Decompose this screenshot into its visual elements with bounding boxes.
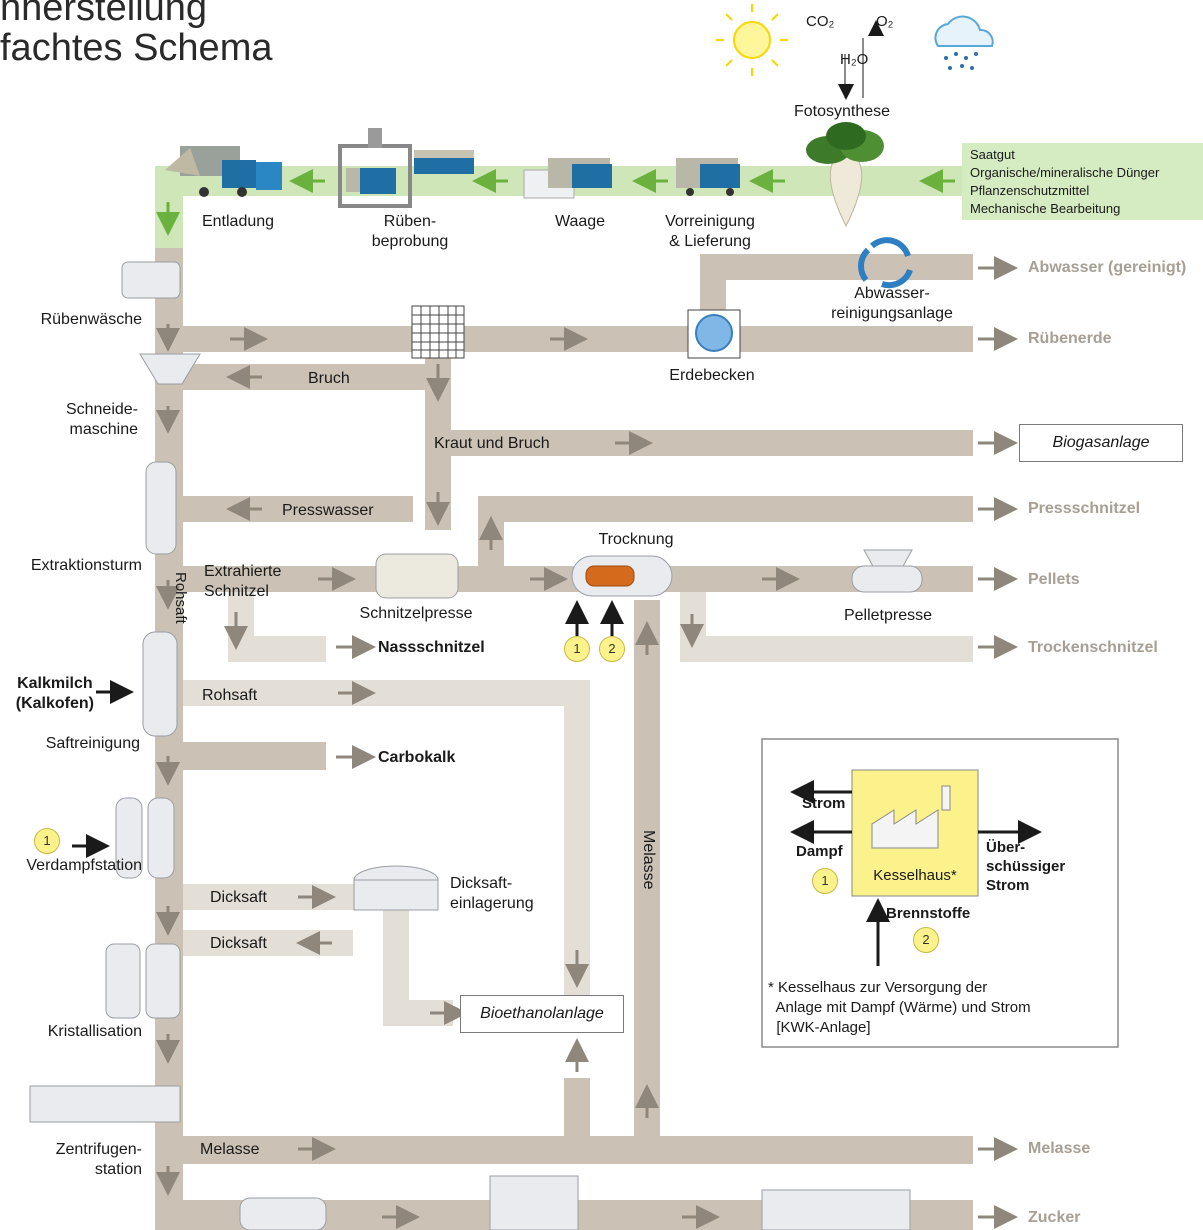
- drying-label: Trocknung: [598, 531, 674, 548]
- sampling-label: Rüben- beprobung: [371, 213, 449, 250]
- crystallization-label: Kristallisation: [47, 1023, 142, 1040]
- presswater-label: Presswasser: [282, 502, 374, 519]
- rain-cloud-icon: [934, 15, 994, 70]
- sun-icon: [716, 4, 788, 76]
- o2-label: O₂: [876, 13, 894, 30]
- pellet-press-label: Pelletpresse: [843, 607, 933, 624]
- wastewater-plant-label: Abwasser- reinigungsanlage: [831, 285, 953, 322]
- field-input-item: Organische/mineralische Dünger: [970, 165, 1160, 180]
- bioethanol-box: Bioethanolanlage: [460, 995, 624, 1033]
- limemilk-label: Kalkmilch (Kalkofen): [15, 675, 94, 712]
- washer-icon: [121, 261, 181, 299]
- raw-juice-vertical-label: Rohsaft: [172, 572, 189, 624]
- evaporation-label: Verdampfstation: [26, 857, 142, 874]
- boiler-name-label: Kesselhaus*: [873, 867, 957, 884]
- product-pellets: Pellets: [1028, 571, 1080, 588]
- break-label: Bruch: [308, 370, 350, 387]
- field-input-item: Mechanische Bearbeitung: [970, 201, 1121, 216]
- marker-1: 1: [34, 828, 60, 854]
- pulp-press-label: Schnitzelpresse: [359, 605, 473, 622]
- packaging-icon: [761, 1189, 911, 1230]
- title-line-1: nherstellung: [0, 0, 208, 29]
- marker-2: 2: [913, 927, 939, 953]
- cutter-label: Schneide- maschine: [65, 401, 138, 438]
- product-dried-pulp: Trockenschnitzel: [1028, 639, 1158, 656]
- thick-juice-label-1: Dicksaft: [210, 889, 267, 906]
- crystallizer-icon: [145, 943, 181, 1019]
- herbs-label: Kraut und Bruch: [434, 435, 550, 452]
- machine-icons: [29, 261, 923, 1230]
- cutter-icon: [139, 353, 201, 385]
- marker-1: 1: [812, 868, 838, 894]
- truck-icons: [165, 128, 740, 208]
- precleaning-label: Vorreinigung & Lieferung: [665, 213, 755, 250]
- product-carbokalk: Carbokalk: [378, 749, 456, 766]
- co2-label: CO₂: [806, 13, 835, 30]
- thick-juice-label-2: Dicksaft: [210, 935, 267, 952]
- centrifuge-label: Zentrifugen- station: [55, 1141, 142, 1178]
- thick-juice-storage-label: Dicksaft- einlagerung: [450, 875, 534, 912]
- product-soil: Rübenerde: [1028, 330, 1112, 347]
- raw-juice-label: Rohsaft: [202, 687, 258, 704]
- input-arrows: [72, 20, 884, 858]
- boiler-steam-label: Dampf: [796, 843, 843, 860]
- biogas-box: Biogasanlage: [1019, 424, 1183, 462]
- marker-1: 1: [564, 636, 590, 662]
- sieve-grid: [411, 305, 465, 359]
- pulp-press-icon: [375, 553, 459, 599]
- extraction-label: Extraktionsturm: [30, 557, 142, 574]
- boiler-surplus-label: Über- schüssiger Strom: [986, 839, 1066, 894]
- boiler-arrows: [790, 780, 1042, 966]
- product-wastewater: Abwasser (gereinigt): [1028, 259, 1187, 276]
- bioethanol-label: Bioethanolanlage: [480, 1005, 604, 1022]
- boiler-power-label: Strom: [802, 795, 846, 812]
- product-pressed-pulp: Pressschnitzel: [1028, 500, 1141, 517]
- pipe-arrows: [156, 256, 1018, 1229]
- molasses-flow-label: Melasse: [200, 1141, 260, 1158]
- product-molasses: Melasse: [1028, 1140, 1091, 1157]
- purification-label: Saftreinigung: [45, 735, 140, 752]
- evaporator-icon: [147, 797, 175, 879]
- sugar-beet-icon: [806, 122, 884, 228]
- extraction-tower-icon: [145, 461, 177, 555]
- field-input-item: Pflanzenschutzmittel: [970, 183, 1090, 198]
- silo-icon: [489, 1175, 579, 1230]
- soil-basin-label: Erdebecken: [669, 367, 755, 384]
- photosynthesis-label: Fotosynthese: [793, 103, 891, 120]
- centrifuge-icon: [29, 1085, 181, 1123]
- title-line-2: fachtes Schema: [0, 27, 273, 69]
- extracted-pulp-label: Extrahierte Schnitzel: [204, 563, 282, 600]
- pellet-press-icon: [863, 549, 913, 569]
- purification-icon: [142, 631, 178, 737]
- product-wet-pulp: Nassschnitzel: [378, 639, 485, 656]
- boiler-frame: [761, 738, 1119, 1048]
- washing-label: Rübenwäsche: [40, 311, 142, 328]
- field-input-item: Saatgut: [970, 147, 1015, 162]
- unloading-label: Entladung: [201, 213, 275, 230]
- marker-2: 2: [599, 636, 625, 662]
- molasses-vertical-label: Melasse: [640, 830, 657, 890]
- green-arrows: [156, 169, 955, 236]
- boiler-note: * Kesselhaus zur Versorgung der Anlage m…: [768, 979, 1031, 1036]
- dryer-drum-icon: [239, 1197, 327, 1230]
- scale-label: Waage: [554, 213, 606, 230]
- boiler-fuels-label: Brennstoffe: [886, 905, 971, 922]
- recycle-icon: [858, 237, 913, 289]
- h2o-label: H₂O: [840, 51, 869, 68]
- soil-basin-icon: [687, 309, 741, 359]
- biogas-label: Biogasanlage: [1052, 434, 1150, 451]
- product-sugar: Zucker: [1028, 1209, 1081, 1226]
- field-inputs-list: Saatgut Organische/mineralische Dünger P…: [970, 146, 1159, 218]
